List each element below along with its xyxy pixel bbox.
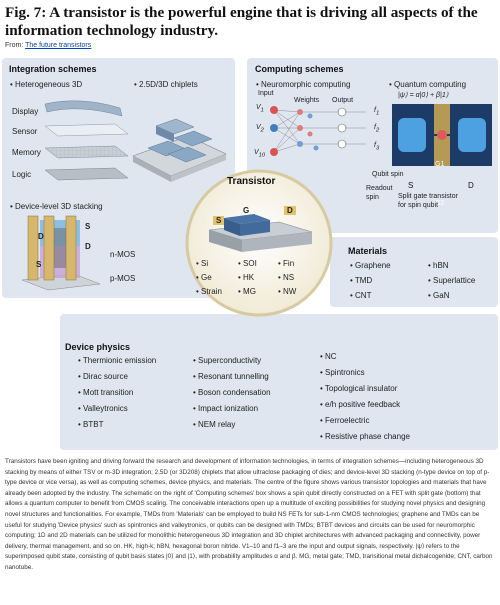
- material-item: • GaN: [428, 291, 450, 300]
- physics-item: • Ferroelectric: [320, 416, 370, 425]
- center-material: • HK: [238, 273, 255, 282]
- qubit-d-label: D: [468, 181, 474, 190]
- transistor-title: Transistor: [227, 176, 276, 187]
- physics-item: • NC: [320, 352, 337, 361]
- g1-label: G1: [435, 161, 445, 168]
- source-link[interactable]: The future transistors: [25, 42, 92, 49]
- chiplets-graphic: [132, 118, 227, 182]
- from-label: From:: [5, 42, 26, 49]
- physics-item: • BTBT: [78, 420, 104, 429]
- physics-item: • Thermionic emission: [78, 356, 157, 365]
- material-item: • Superlattice: [428, 276, 476, 285]
- quantum-label: • Quantum computing: [389, 80, 467, 89]
- neuromorphic-label: • Neuromorphic computing: [256, 80, 351, 89]
- psi-formula: |ψ⟩ = α|0⟩ + β|1⟩: [398, 92, 449, 99]
- hetero-3d-label: • Heterogeneous 3D: [10, 80, 83, 89]
- physics-item: • Mott transition: [78, 388, 134, 397]
- transistor-s-label: S: [213, 216, 225, 225]
- transistor-d-label: D: [284, 206, 296, 215]
- transistor-g-label: G: [243, 206, 250, 215]
- layer-label: Sensor: [12, 127, 38, 136]
- center-material: • MG: [238, 287, 256, 296]
- integration-title: Integration schemes: [9, 64, 97, 74]
- weights-label: Weights: [294, 97, 320, 104]
- center-material: • Fin: [278, 259, 295, 268]
- stacking-label: • Device-level 3D stacking: [10, 202, 103, 211]
- materials-title: Materials: [348, 246, 388, 256]
- layer-label: Logic: [12, 170, 32, 179]
- v2-label: V2: [256, 124, 264, 134]
- g2-label: G2: [435, 200, 445, 207]
- layer-label: Display: [12, 107, 39, 116]
- stack-d-label: D: [38, 232, 44, 241]
- material-item: • hBN: [428, 261, 449, 270]
- stack-d-label: D: [85, 242, 91, 251]
- physics-item: • NEM relay: [193, 420, 236, 429]
- nmos-label: n-MOS: [110, 250, 136, 259]
- f1-label: f1: [374, 107, 380, 117]
- figure-caption: Transistors have been igniting and drivi…: [5, 458, 493, 571]
- physics-item: • Resistive phase change: [320, 432, 410, 441]
- physics-panel: [60, 314, 498, 450]
- computing-title: Computing schemes: [255, 64, 344, 74]
- readout-spin-label: Readout spin: [366, 185, 393, 201]
- f3-label: f3: [374, 142, 380, 152]
- material-item: • CNT: [350, 291, 372, 300]
- physics-item: • Superconductivity: [193, 356, 262, 365]
- quantum-device-graphic: [392, 104, 492, 166]
- center-material: • NW: [278, 287, 297, 296]
- v10-label: V10: [254, 149, 266, 159]
- center-material: • Ge: [196, 273, 212, 282]
- layer-label: Memory: [12, 148, 41, 157]
- physics-item: • Boson condensation: [193, 388, 271, 397]
- input-label: Input: [258, 90, 274, 97]
- hetero-stack-graphic: [44, 100, 129, 181]
- material-item: • Graphene: [350, 261, 391, 270]
- split-gate-label: Split gate transistor for spin qubit: [398, 193, 458, 209]
- pmos-label: p-MOS: [110, 274, 136, 283]
- f2-label: f2: [374, 124, 380, 134]
- physics-item: • e/h positive feedback: [320, 400, 401, 409]
- physics-item: • Topological insulator: [320, 384, 398, 393]
- physics-item: • Dirac source: [78, 372, 128, 381]
- center-material: • Strain: [196, 287, 222, 296]
- center-material: • SOI: [238, 259, 257, 268]
- material-item: • TMD: [350, 276, 373, 285]
- source-line: From: The future transistors: [5, 42, 91, 49]
- qubit-s-label: S: [408, 181, 414, 190]
- physics-item: • Resonant tunnelling: [193, 372, 269, 381]
- stacking-graphic: [21, 215, 101, 291]
- physics-item: • Valleytronics: [78, 404, 128, 413]
- physics-item: • Impact ionization: [193, 404, 259, 413]
- neural-network-graphic: [270, 106, 366, 156]
- center-material: • NS: [278, 273, 295, 282]
- v1-label: V1: [256, 104, 264, 114]
- center-material: • Si: [196, 259, 209, 268]
- physics-title: Device physics: [65, 342, 131, 352]
- materials-panel: [330, 237, 498, 307]
- stack-s-label: S: [36, 260, 42, 269]
- output-label: Output: [332, 97, 354, 104]
- chiplets-label: • 2.5D/3D chiplets: [134, 80, 198, 89]
- physics-item: • Spintronics: [320, 368, 365, 377]
- figure-graphic: Integration schemes • Heterogeneous 3D •…: [0, 56, 500, 451]
- qubit-spin-label: Qubit spin: [372, 171, 404, 178]
- stack-s-label: S: [85, 222, 91, 231]
- figure-title: Fig. 7: A transistor is the powerful eng…: [5, 4, 478, 39]
